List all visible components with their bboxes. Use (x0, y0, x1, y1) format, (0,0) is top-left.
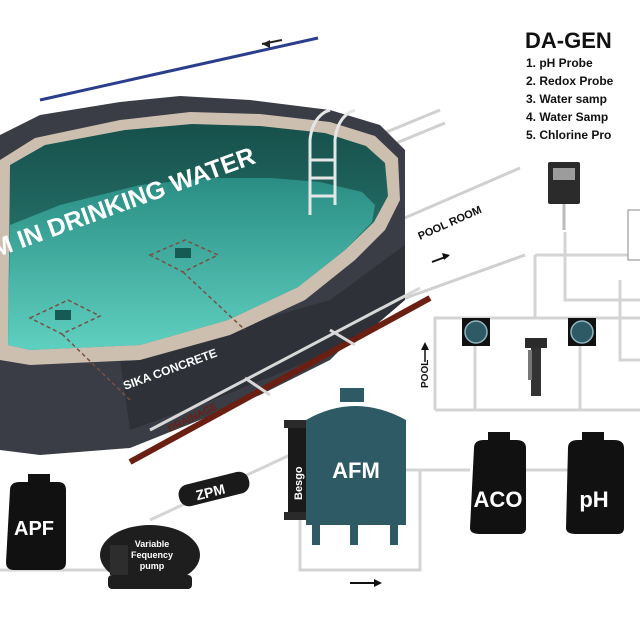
besgo-valve: Besgo (284, 420, 312, 520)
besgo-label: Besgo (293, 466, 305, 500)
legend-item-5: 5. Chlorine Pro (526, 128, 611, 142)
aco-drum: ACO (470, 432, 526, 534)
zpm-label: ZPM (194, 481, 227, 504)
pool-flow-label: POOL (420, 360, 431, 388)
legend-item-4: 4. Water Samp (526, 110, 608, 124)
ph-drum: pH (566, 432, 624, 534)
zpm-unit: ZPM (178, 471, 250, 507)
pool-ladder (308, 108, 356, 215)
apf-label: APF (14, 518, 54, 540)
variable-frequency-pump: Variable Fequency pump (100, 525, 200, 589)
aco-label: ACO (474, 487, 523, 512)
controller-box-icon (548, 162, 580, 230)
top-flow-line (39, 36, 319, 102)
apf-drum: APF (6, 474, 66, 570)
floor-drains (28, 239, 246, 401)
pool-water (8, 178, 375, 350)
side-panel (627, 209, 640, 261)
probe-gauge-right (568, 318, 596, 346)
legend-item-3: 3. Water samp (526, 92, 607, 106)
pump-label-line3: pump (140, 561, 165, 571)
pump-label-line2: Fequency (131, 550, 173, 560)
drainage-pipe (128, 286, 432, 465)
afm-tank: AFM (306, 388, 406, 545)
probe-gauge-left (462, 318, 490, 346)
pool-up-arrow (421, 342, 429, 362)
legend-item-1: 1. pH Probe (526, 56, 593, 70)
bottom-flow-arrow (350, 579, 382, 587)
ph-label: pH (579, 487, 608, 512)
pool-wall-shade (120, 245, 405, 430)
main-drain-1 (175, 248, 191, 258)
dagen-legend: DA-GEN 1. pH Probe 2. Redox Probe 3. Wat… (525, 28, 614, 142)
sample-sensor (525, 338, 547, 396)
legend-item-2: 2. Redox Probe (526, 74, 614, 88)
main-drain-2 (55, 310, 71, 320)
pool-room-arrow (431, 253, 450, 263)
arrow-left-icon (262, 40, 270, 48)
legend-title: DA-GEN (525, 28, 612, 53)
pump-label-line1: Variable (135, 539, 170, 549)
afm-label: AFM (332, 458, 380, 483)
